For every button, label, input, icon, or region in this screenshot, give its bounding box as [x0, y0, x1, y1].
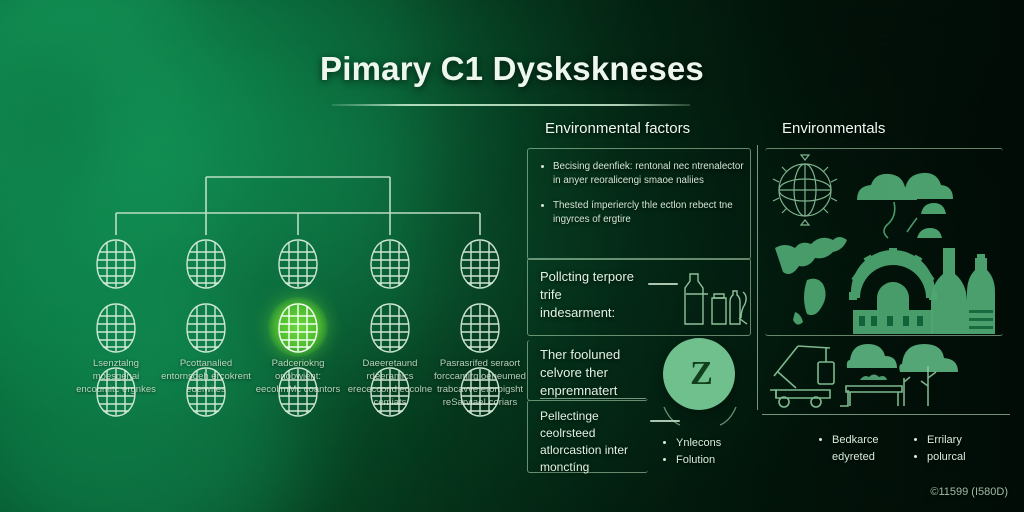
mini-bullet-item: Bedkarce	[832, 432, 878, 449]
environment-icon-grid	[765, 152, 1003, 334]
tree-node[interactable]	[367, 301, 413, 355]
right-bottom-divider	[762, 414, 1010, 415]
crane-truck-icon	[770, 345, 835, 408]
mini-bullet-item: Folution	[676, 452, 721, 469]
z-badge[interactable]: Z	[663, 338, 735, 410]
bottle-small-icon	[729, 290, 741, 325]
pollution-dash	[648, 283, 678, 285]
world-map-icon	[775, 237, 847, 325]
tree-node[interactable]	[275, 365, 321, 419]
panel-box-right-icons	[765, 148, 1003, 336]
panel-heading-environmental-factors: Environmental factors	[545, 120, 691, 137]
tree-node[interactable]	[457, 301, 503, 355]
tree-node[interactable]	[367, 237, 413, 291]
pollution-text: Pollcting terpore trife indesarment:	[540, 269, 634, 320]
panel-heading-environmentals: Environmentals	[782, 120, 886, 137]
panel-box-reflect	[527, 400, 648, 473]
tree-node[interactable]	[275, 237, 321, 291]
tree-connector-lines	[115, 176, 481, 235]
tree-node[interactable]	[93, 237, 139, 291]
mini-bullet-list-right-col2: Errilary polurcal	[913, 432, 966, 466]
mini-bullet-item: Errilary	[927, 432, 966, 449]
copyright-credit: ©11599 (I580D)	[930, 486, 1008, 498]
mini-bullet-item: edyreted	[832, 451, 875, 463]
z-badge-glyph: Z	[690, 355, 713, 392]
tree-node[interactable]	[457, 365, 503, 419]
tree-node[interactable]	[367, 365, 413, 419]
wireframe-globe-icon	[772, 154, 838, 226]
bullet-list-environmental: Becising deenfiek: rentonal nec ntrenale…	[540, 160, 745, 238]
mini-bullet-list-right-col1: Bedkarce edyreted	[818, 432, 878, 466]
panel-box-focus	[527, 340, 648, 401]
tree-node[interactable]	[457, 237, 503, 291]
tree-column-3[interactable]	[268, 237, 328, 429]
panel-box-bullets	[527, 148, 751, 260]
tree-column-4[interactable]	[362, 237, 418, 429]
tree-node[interactable]	[183, 365, 229, 419]
focus-divider	[540, 398, 646, 399]
bullet-item: Becising deenfiek: rentonal nec ntrenale…	[553, 160, 745, 188]
bottle-group-art	[680, 262, 750, 330]
tree-column-2[interactable]	[178, 237, 234, 429]
bench-icon	[840, 385, 903, 407]
badge-underline-art	[658, 405, 742, 431]
panel-vertical-divider	[757, 145, 758, 410]
beer-bottle-icon	[967, 254, 995, 334]
reflect-dash	[650, 420, 680, 422]
bullet-item: Thested ímperiercly thle ectlon rebect t…	[553, 199, 745, 227]
title-divider	[332, 104, 690, 106]
construction-scene-art	[768, 338, 1008, 410]
hierarchy-tree: Lsenztalng moesgenai encoumitc ergnkes P…	[76, 165, 526, 417]
tree-node[interactable]	[183, 301, 229, 355]
bottle-icon	[931, 248, 967, 334]
tree-column-1[interactable]	[88, 237, 144, 429]
mini-bullet-item: Ynlecons	[676, 435, 721, 452]
page-title: Pimary C1 Dyskskneses	[320, 50, 704, 87]
sprout-icon	[740, 291, 747, 319]
cloud-cluster-icon	[857, 172, 953, 238]
tree-icon	[899, 344, 958, 372]
tree-node[interactable]	[93, 301, 139, 355]
cloud-icon	[846, 344, 897, 368]
mini-bullet-list-left: Ynlecons Folution	[662, 435, 721, 469]
reflect-text: Pellectinge ceolrsteed atlorcastion inte…	[540, 409, 629, 474]
tree-node[interactable]	[183, 237, 229, 291]
tree-node-selected[interactable]	[268, 297, 328, 357]
tree-column-5[interactable]	[452, 237, 508, 429]
jar-icon	[711, 297, 727, 325]
panel-box-pollution	[527, 258, 751, 336]
mini-bullet-item: polurcal	[927, 449, 966, 466]
bottle-large-icon	[684, 273, 704, 325]
tree-node[interactable]	[93, 365, 139, 419]
focus-text: Ther fooluned celvore ther enpremnatert	[540, 347, 621, 398]
